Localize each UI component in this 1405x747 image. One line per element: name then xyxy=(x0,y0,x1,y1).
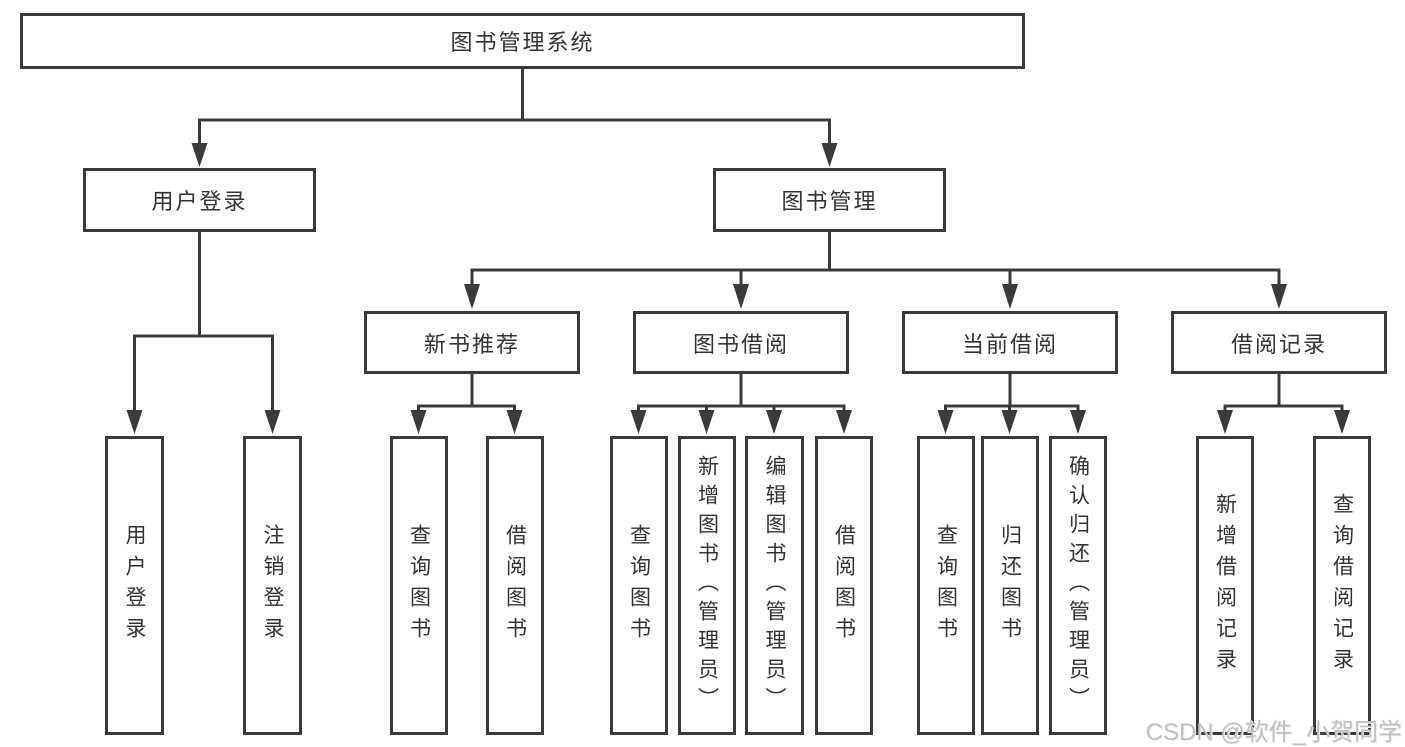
arrow-down-icon xyxy=(821,143,838,167)
node-label: 新增借阅记录 xyxy=(1213,492,1237,679)
arrow-down-icon xyxy=(126,410,143,434)
node-label: 查询图书 xyxy=(407,523,431,648)
node-label: 借阅图书 xyxy=(832,523,856,648)
arrowheads xyxy=(126,143,1350,434)
node-label: 用户登录 xyxy=(151,189,248,214)
leaf-borrow-book: 借阅图书 xyxy=(815,436,873,735)
arrow-down-icon xyxy=(1001,410,1018,434)
arrow-down-icon xyxy=(766,410,782,434)
leaf-query-book: 查询图书 xyxy=(390,436,448,735)
leaf-logout: 注销登录 xyxy=(243,436,302,735)
node-label: 注销登录 xyxy=(261,523,284,648)
node-label: 归还图书 xyxy=(998,523,1022,648)
node-label: 用户登录 xyxy=(123,523,146,648)
leaf-add-book-admin: 新增图书（管理员） xyxy=(678,436,736,735)
node-label: 新增图书（管理员） xyxy=(695,455,719,716)
arrow-down-icon xyxy=(410,410,427,434)
leaf-query-book: 查询图书 xyxy=(610,436,668,735)
node-library-system: 图书管理系统 xyxy=(20,13,1025,69)
node-borrow-records: 借阅记录 xyxy=(1171,311,1387,374)
leaf-return-book: 归还图书 xyxy=(981,436,1039,735)
node-label: 图书管理 xyxy=(781,189,878,214)
leaf-query-book: 查询图书 xyxy=(917,436,975,735)
leaf-confirm-return-admin: 确认归还（管理员） xyxy=(1049,436,1107,735)
node-label: 新书推荐 xyxy=(423,331,520,357)
arrow-down-icon xyxy=(506,410,523,434)
node-label: 查询借阅记录 xyxy=(1330,492,1354,679)
node-current-borrow: 当前借阅 xyxy=(902,311,1118,374)
leaf-edit-book-admin: 编辑图书（管理员） xyxy=(745,436,804,735)
arrow-down-icon xyxy=(836,410,852,434)
csdn-watermark: CSDN @软件_小贺同学 xyxy=(1145,719,1402,746)
node-book-management: 图书管理 xyxy=(713,168,946,232)
leaf-query-borrow-record: 查询借阅记录 xyxy=(1313,436,1371,735)
node-label: 借阅图书 xyxy=(503,523,527,648)
node-label: 编辑图书（管理员） xyxy=(763,455,786,716)
arrow-down-icon xyxy=(698,410,715,434)
arrow-down-icon xyxy=(1334,410,1350,434)
node-user-login: 用户登录 xyxy=(83,168,316,232)
leaf-add-borrow-record: 新增借阅记录 xyxy=(1196,436,1254,735)
arrow-down-icon xyxy=(937,410,954,434)
node-label: 图书借阅 xyxy=(692,331,789,357)
arrow-down-icon xyxy=(1271,284,1287,309)
node-label: 当前借阅 xyxy=(961,331,1058,357)
arrow-down-icon xyxy=(1070,410,1086,434)
node-book-borrow: 图书借阅 xyxy=(633,311,849,374)
leaf-borrow-book: 借阅图书 xyxy=(486,436,544,735)
leaf-user-login: 用户登录 xyxy=(105,436,164,735)
node-new-book-recommend: 新书推荐 xyxy=(364,311,580,374)
arrow-down-icon xyxy=(464,284,480,309)
arrow-down-icon xyxy=(630,410,647,434)
node-label: 查询图书 xyxy=(627,523,651,648)
node-label: 查询图书 xyxy=(934,523,958,648)
node-label: 确认归还（管理员） xyxy=(1066,455,1090,716)
arrow-down-icon xyxy=(1002,284,1018,309)
arrow-down-icon xyxy=(264,410,281,434)
arrow-down-icon xyxy=(191,143,208,167)
node-label: 借阅记录 xyxy=(1230,331,1327,357)
node-label: 图书管理系统 xyxy=(450,30,595,55)
arrow-down-icon xyxy=(733,284,749,309)
arrow-down-icon xyxy=(1217,410,1233,434)
